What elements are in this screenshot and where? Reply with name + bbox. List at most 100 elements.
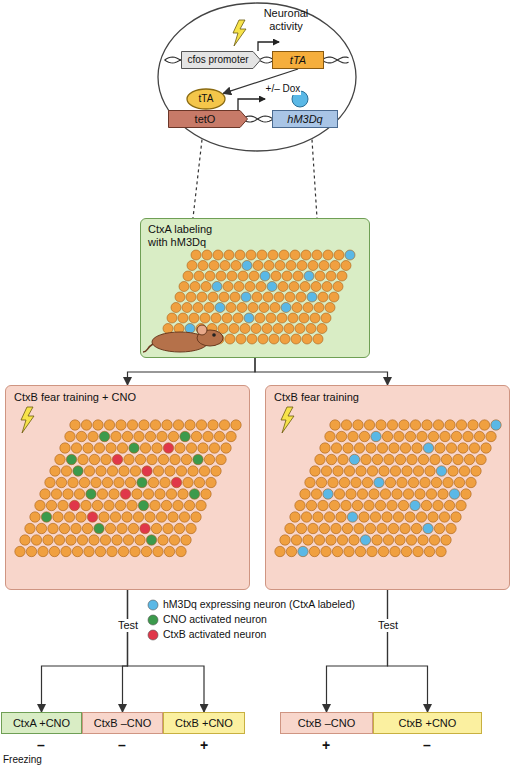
- neuron: [252, 292, 262, 302]
- neuron: [69, 500, 79, 510]
- neuron: [298, 546, 308, 556]
- neuron: [319, 523, 329, 533]
- neuron: [251, 324, 261, 334]
- neuron: [341, 500, 351, 510]
- neuron: [63, 489, 73, 499]
- neuron: [370, 512, 380, 522]
- neuron: [425, 466, 435, 476]
- outline: [158, 3, 356, 151]
- promoter-arrow: [238, 99, 265, 110]
- neuron: [194, 271, 204, 281]
- neuron: [310, 313, 320, 323]
- neuron: [346, 489, 356, 499]
- neuron: [161, 500, 171, 510]
- neuron: [424, 546, 434, 556]
- neuron: [186, 443, 196, 453]
- neuron: [292, 303, 302, 313]
- neuron: [301, 512, 311, 522]
- neuron: [344, 466, 354, 476]
- neuron: [259, 303, 269, 313]
- neuron: [188, 466, 198, 476]
- training-panel: CtxB fear training: [265, 385, 510, 590]
- neuron: [361, 454, 371, 464]
- neuron: [120, 489, 130, 499]
- node-label: tTA: [199, 93, 214, 105]
- neuron: [92, 500, 102, 510]
- neuron: [306, 500, 316, 510]
- node-label: CtxA +CNO: [13, 717, 70, 730]
- neuron: [246, 250, 256, 260]
- neuron: [290, 250, 300, 260]
- neuron: [428, 431, 438, 441]
- neuron: [125, 477, 135, 487]
- neuron: [429, 535, 439, 545]
- neuron: [303, 535, 313, 545]
- neuron: [380, 489, 390, 499]
- neuron: [308, 523, 318, 533]
- test-box: CtxB +CNO: [163, 712, 245, 734]
- neuron: [436, 466, 446, 476]
- neuron: [216, 454, 226, 464]
- neuron: [50, 466, 60, 476]
- neuron: [440, 431, 450, 441]
- node-label: CtxB –CNO: [94, 717, 151, 730]
- neuron: [316, 477, 326, 487]
- gene-box: tTA: [272, 51, 324, 69]
- neuron: [394, 431, 404, 441]
- neuron: [173, 500, 183, 510]
- neuron: [200, 313, 210, 323]
- neuron: [390, 466, 400, 476]
- neuron: [191, 512, 201, 522]
- neuron: [209, 443, 219, 453]
- neuron: [286, 546, 296, 556]
- neuron: [100, 535, 110, 545]
- neuron: [95, 546, 105, 556]
- neuron: [258, 334, 268, 344]
- neuron: [145, 431, 155, 441]
- neuron: [36, 523, 46, 533]
- neuron: [321, 546, 331, 556]
- neuron: [59, 523, 69, 533]
- neuron: [325, 303, 335, 313]
- neuron: [328, 477, 338, 487]
- neuron: [78, 454, 88, 464]
- neuron: [378, 546, 388, 556]
- neuron: [323, 489, 333, 499]
- mouse-eye: [212, 333, 216, 337]
- neuron: [372, 535, 382, 545]
- neuron: [102, 477, 112, 487]
- neuron: [379, 466, 389, 476]
- neuron: [49, 546, 59, 556]
- neuron: [446, 443, 456, 453]
- neuron: [405, 431, 415, 441]
- neuron: [168, 512, 178, 522]
- neuron: [147, 454, 157, 464]
- neuron: [181, 535, 191, 545]
- neuron: [318, 500, 328, 510]
- neuron: [26, 546, 36, 556]
- mouse-ear: [197, 325, 207, 335]
- neuron: [448, 466, 458, 476]
- neuron: [268, 250, 278, 260]
- neuron: [248, 303, 258, 313]
- node-title: Neuronal activity: [255, 7, 317, 32]
- neuron: [237, 303, 247, 313]
- neuron: [418, 454, 428, 464]
- neuron: [395, 454, 405, 464]
- neuron: [353, 420, 363, 430]
- neuron: [76, 431, 86, 441]
- neuron: [104, 500, 114, 510]
- neuron: [89, 454, 99, 464]
- neuron: [449, 489, 459, 499]
- neuron: [377, 443, 387, 453]
- neuron: [189, 313, 199, 323]
- neuron: [413, 546, 423, 556]
- neuron: [234, 282, 244, 292]
- neuron: [124, 454, 134, 464]
- neuron: [314, 535, 324, 545]
- neuron: [138, 500, 148, 510]
- neuron: [354, 443, 364, 453]
- neuron: [227, 271, 237, 281]
- neuron: [231, 420, 241, 430]
- neuron: [491, 420, 501, 430]
